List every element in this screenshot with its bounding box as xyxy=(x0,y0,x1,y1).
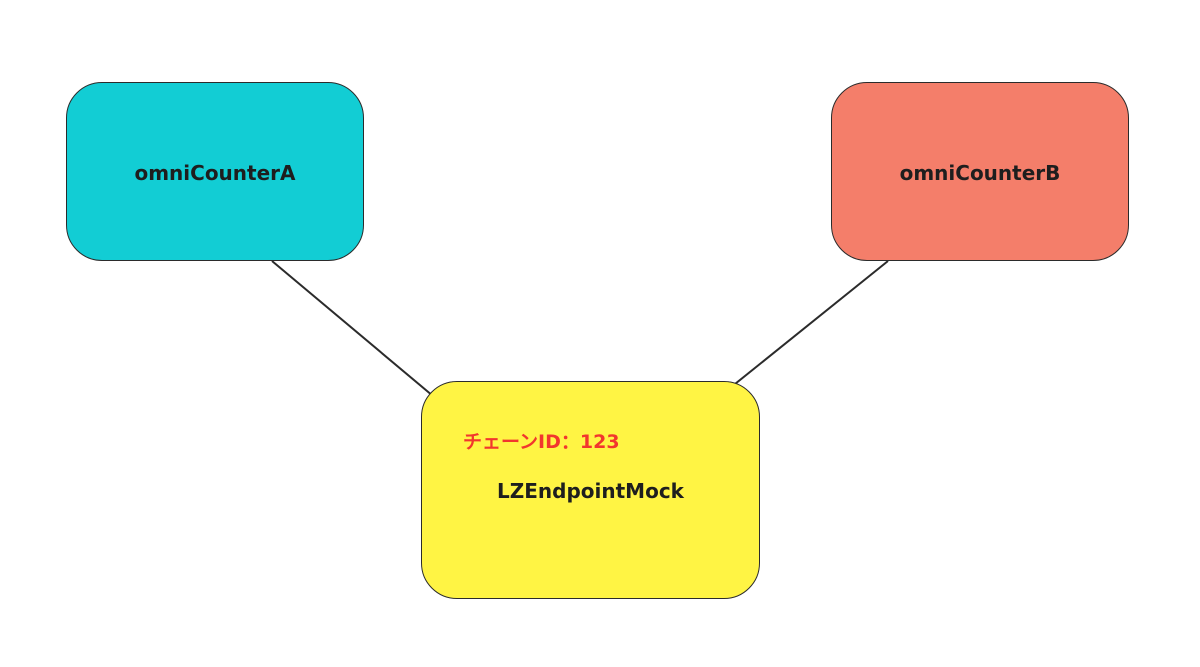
edge-omnicountera-lzendpointmock xyxy=(271,260,434,397)
chain-id-note: チェーンID：123 xyxy=(463,431,620,453)
node-omnicountera[interactable]: omniCounterA xyxy=(66,82,364,261)
node-omnicountera-label: omniCounterA xyxy=(134,161,296,185)
node-lzendpointmock-label: LZEndpointMock xyxy=(497,479,684,503)
node-omnicounterb-label: omniCounterB xyxy=(899,161,1061,185)
node-omnicounterb[interactable]: omniCounterB xyxy=(831,82,1129,261)
edge-omnicounterb-lzendpointmock xyxy=(734,260,889,385)
node-lzendpointmock[interactable]: チェーンID：123 LZEndpointMock xyxy=(421,381,760,599)
